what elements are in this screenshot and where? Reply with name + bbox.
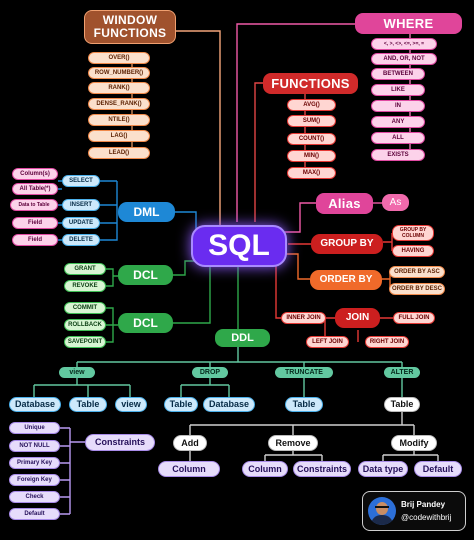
dml-select: SELECT	[62, 175, 100, 187]
remove-constraints: Constraints	[293, 461, 351, 477]
dml-target-field-delete: Field	[12, 234, 58, 246]
dcl-commit: COMMIT	[64, 302, 106, 314]
functions-header: FUNCTIONS	[263, 73, 358, 94]
inner-join: INNER JOIN	[281, 312, 326, 324]
constraint-primary-key: Primary Key	[9, 457, 60, 469]
sql-center-node: SQL	[191, 225, 287, 267]
order-by-asc: ORDER BY ASC	[389, 266, 445, 278]
constraints-header: Constraints	[85, 434, 155, 451]
dcl-grant: GRANT	[64, 263, 106, 275]
dml-update: UPDATE	[62, 217, 100, 229]
where-exists: EXISTS	[371, 149, 425, 161]
where-all: ALL	[371, 132, 425, 144]
alter-table: Table	[384, 397, 420, 412]
ddl-branch-alter: ALTER	[384, 367, 420, 378]
window-functions-header: WINDOW FUNCTIONS	[84, 10, 176, 44]
truncate-table: Table	[285, 397, 323, 412]
constraint-not-null: NOT NULL	[9, 440, 60, 452]
ddl-branch-view: view	[59, 367, 95, 378]
where-between: BETWEEN	[371, 68, 425, 80]
window-fn-dense-rank: DENSE_RANK()	[88, 98, 150, 110]
where-comparison-operators: <, >, <>, <=, >=, =	[371, 38, 437, 50]
alias-header: Alias	[316, 193, 373, 214]
where-in: IN	[371, 100, 425, 112]
order-by-desc: ORDER BY DESC	[389, 283, 445, 295]
left-join: LEFT JOIN	[306, 336, 349, 348]
dml-insert: INSERT	[62, 199, 100, 211]
dcl-rollback: ROLLBACK	[64, 319, 106, 331]
view-view: view	[115, 397, 147, 412]
author-card: Brij Pandey @codewithbrij	[362, 491, 466, 531]
constraint-unique: Unique	[9, 422, 60, 434]
dml-target-field-update: Field	[12, 217, 58, 229]
having-clause: HAVING	[392, 245, 434, 257]
window-fn-rank: RANK()	[88, 82, 150, 94]
dcl-header-transactions: DCL	[118, 313, 173, 333]
alter-modify: Modify	[391, 435, 437, 451]
author-handle: @codewithbrij	[401, 513, 452, 522]
group-by-column-label: GROUP BY COLUMN	[399, 227, 427, 239]
window-functions-title: WINDOW FUNCTIONS	[93, 13, 167, 40]
function-count: COUNT()	[287, 133, 336, 145]
constraint-foreign-key: Foreign Key	[9, 474, 60, 486]
modify-data-type: Data type	[358, 461, 408, 477]
function-sum: SUM()	[287, 115, 336, 127]
dml-delete: DELETE	[62, 234, 100, 246]
where-like: LIKE	[371, 84, 425, 96]
view-table: Table	[69, 397, 107, 412]
ddl-header: DDL	[215, 329, 270, 347]
author-name: Brij Pandey	[401, 500, 446, 509]
where-logical-operators: AND, OR, NOT	[371, 53, 437, 65]
window-fn-ntile: NTILE()	[88, 114, 150, 126]
drop-database: Database	[203, 397, 255, 412]
window-fn-lead: LEAD()	[88, 147, 150, 159]
group-by-header: GROUP BY	[311, 234, 383, 254]
function-min: MIN()	[287, 150, 336, 162]
window-fn-over: OVER()	[88, 52, 150, 64]
dcl-header-grant-revoke: DCL	[118, 265, 173, 285]
dml-target-data-to-table: Data to Table	[10, 199, 58, 211]
dml-target-all-table: All Table(*)	[12, 183, 58, 195]
alter-add: Add	[173, 435, 207, 451]
add-column: Column	[158, 461, 220, 477]
alter-remove: Remove	[268, 435, 318, 451]
where-header: WHERE	[355, 13, 462, 34]
dcl-revoke: REVOKE	[64, 280, 106, 292]
function-max: MAX()	[287, 167, 336, 179]
window-fn-lag: LAG()	[88, 130, 150, 142]
right-join: RIGHT JOIN	[365, 336, 409, 348]
constraint-check: Check	[9, 491, 60, 503]
modify-default: Default	[414, 461, 462, 477]
join-header: JOIN	[335, 308, 380, 328]
window-fn-row-number: ROW_NUMBER()	[88, 67, 150, 79]
order-by-header: ORDER BY	[310, 270, 382, 290]
ddl-branch-drop: DROP	[192, 367, 228, 378]
avatar	[368, 497, 396, 525]
remove-column: Column	[242, 461, 288, 477]
view-database: Database	[9, 397, 61, 412]
where-any: ANY	[371, 116, 425, 128]
constraint-default: Default	[9, 508, 60, 520]
function-avg: AVG()	[287, 99, 336, 111]
drop-table: Table	[164, 397, 198, 412]
ddl-branch-truncate: TRUNCATE	[275, 367, 333, 378]
alias-as: As	[382, 194, 409, 211]
dml-target-columns: Column(s)	[12, 168, 58, 180]
full-join: FULL JOIN	[393, 312, 435, 324]
dcl-savepoint: SAVEPOINT	[64, 336, 106, 348]
group-by-column: GROUP BY COLUMN	[392, 225, 434, 241]
dml-header: DML	[118, 202, 175, 222]
